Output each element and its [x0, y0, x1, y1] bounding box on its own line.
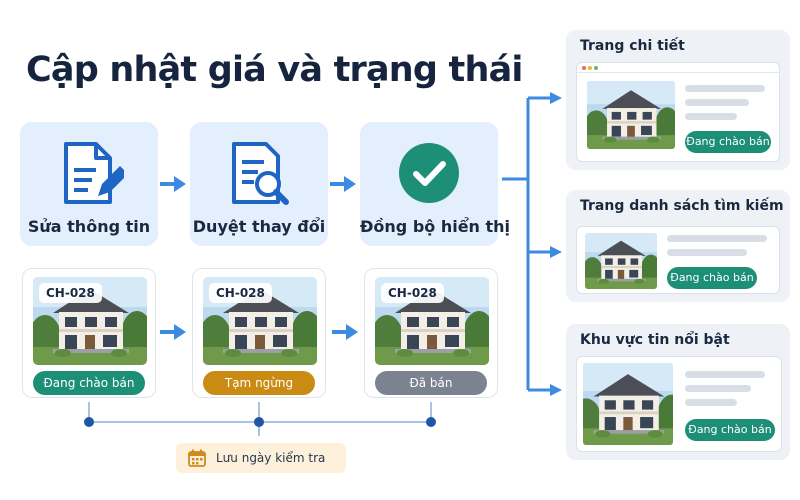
window-dot-icon — [582, 66, 586, 70]
house-photo — [583, 363, 673, 445]
page-title: Cập nhật giá và trạng thái — [26, 50, 523, 90]
panel-featured: Khu vực tin nổi bật Đang chào bán — [566, 324, 790, 460]
house-photo — [585, 233, 657, 289]
arrow-right-icon — [160, 176, 186, 192]
listing-code: CH-028 — [209, 283, 272, 303]
status-badge: Đã bán — [375, 371, 487, 395]
step-label: Đồng bộ hiển thị — [360, 217, 511, 236]
search-result-item: Đang chào bán — [576, 226, 780, 294]
panel-title: Khu vực tin nổi bật — [580, 332, 730, 348]
document-edit-icon — [64, 142, 124, 204]
listing-card-sold: CH-028 Đã bán — [364, 268, 498, 398]
panel-title: Trang chi tiết — [580, 38, 685, 54]
status-badge: Đang chào bán — [685, 131, 771, 153]
listing-code: CH-028 — [381, 283, 444, 303]
house-photo — [587, 81, 675, 149]
panel-title: Trang danh sách tìm kiếm — [580, 198, 784, 214]
step-sync-display: Đồng bộ hiển thị — [360, 122, 511, 246]
listing-card-available: CH-028 Đang chào bán — [22, 268, 156, 398]
branch-connector — [502, 92, 562, 396]
featured-card: Đang chào bán — [576, 356, 782, 452]
status-badge: Tạm ngừng — [203, 371, 315, 395]
browser-window: Đang chào bán — [576, 62, 780, 162]
step-label: Duyệt thay đổi — [192, 217, 326, 236]
window-dot-icon — [594, 66, 598, 70]
date-chip-label: Lưu ngày kiểm tra — [216, 451, 326, 465]
listing-code: CH-028 — [39, 283, 102, 303]
status-badge: Đang chào bán — [33, 371, 145, 395]
listing-card-paused: CH-028 Tạm ngừng — [192, 268, 326, 398]
panel-search-results: Trang danh sách tìm kiếm Đang chào bán — [566, 190, 790, 302]
status-badge: Đang chào bán — [685, 419, 775, 441]
arrow-right-icon — [160, 324, 186, 340]
check-circle-icon — [399, 143, 459, 203]
window-dot-icon — [588, 66, 592, 70]
arrow-right-icon — [332, 324, 358, 340]
step-review-changes: Duyệt thay đổi — [190, 122, 328, 246]
calendar-icon — [188, 449, 206, 467]
check-date-chip: Lưu ngày kiểm tra — [176, 443, 346, 473]
step-label: Sửa thông tin — [27, 217, 151, 236]
step-edit-info: Sửa thông tin — [20, 122, 158, 246]
timeline-connector — [84, 402, 436, 436]
status-badge: Đang chào bán — [667, 267, 757, 289]
panel-detail-page: Trang chi tiết Đang chào bán — [566, 30, 790, 170]
arrow-right-icon — [330, 176, 356, 192]
document-search-icon — [232, 142, 289, 205]
